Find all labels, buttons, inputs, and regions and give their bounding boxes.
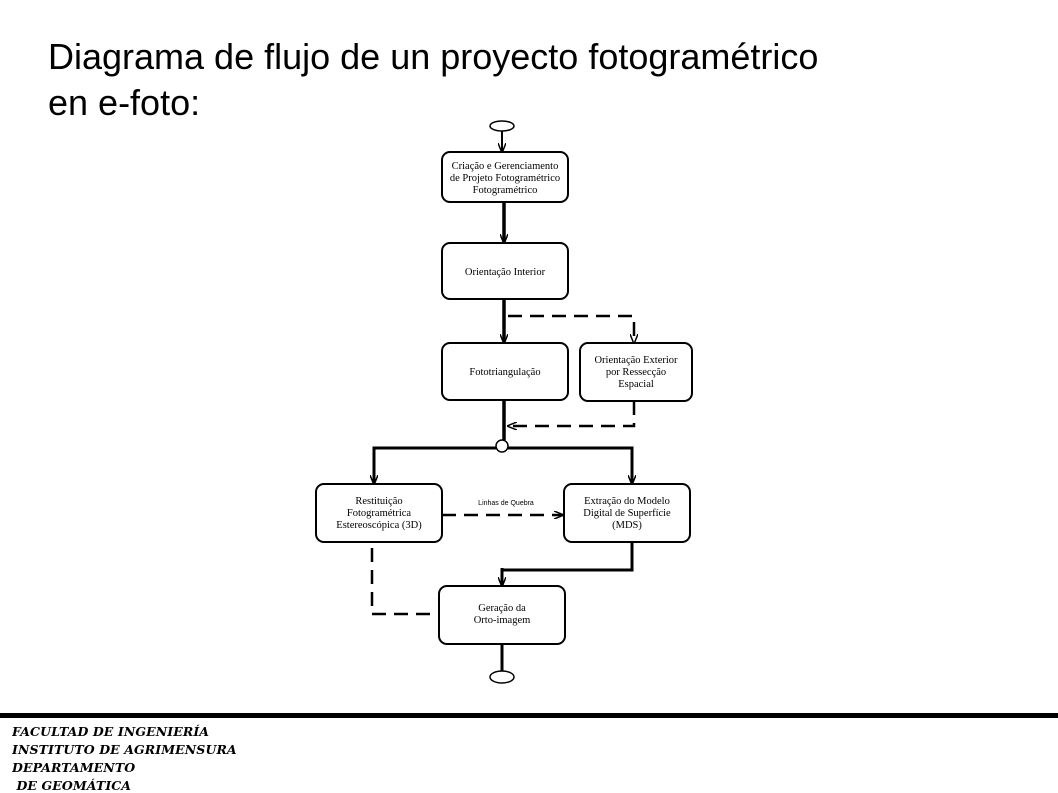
node-fototriangulacao-label: Fototriangulação [469, 367, 540, 378]
node-restituicao-line-2: Fotogramétrica [347, 508, 411, 519]
node-criacao-line-2: de Projeto Fotogramétrico [450, 173, 560, 184]
page-title-line-1: Diagrama de flujo de un proyecto fotogra… [48, 36, 819, 77]
node-restituicao: Restituição Fotogramétrica Estereoscópic… [315, 483, 443, 543]
footer-line-1: FACULTAD DE INGENIERÍA [12, 724, 210, 739]
footer-line-3: DEPARTAMENTO [12, 760, 136, 775]
node-fototriangulacao: Fototriangulação [441, 342, 569, 401]
node-criacao-line-3: Fotogramétrico [473, 185, 538, 196]
node-orientacao-exterior-line-2: por Ressecção [606, 367, 666, 378]
node-extracao-line-2: Digital de Superfície [583, 508, 671, 519]
edge-label-linhas-de-quebra: Linhas de Quebra [478, 500, 534, 507]
node-orientacao-exterior-line-1: Orientação Exterior [594, 355, 678, 366]
footer-line-4: DE GEOMÁTICA [12, 778, 132, 793]
end-terminal [489, 670, 515, 684]
node-orientacao-interior-label: Orientação Interior [465, 267, 546, 278]
node-extracao-line-1: Extração do Modelo [584, 496, 670, 507]
footer-line-2: INSTITUTO DE AGRIMENSURA [12, 742, 237, 757]
page-title-line-2: en e-foto: [48, 82, 201, 123]
node-geracao: Geração da Orto-imagem [438, 585, 566, 645]
edge-restituicao-to-geracao [370, 548, 438, 616]
edge-junction-to-restituicao [374, 446, 496, 484]
footer-divider [0, 713, 1058, 718]
node-geracao-line-1: Geração da [478, 603, 526, 614]
node-extracao: Extração do Modelo Digital de Superfície… [563, 483, 691, 543]
node-criacao-line-1: Criação e Gerenciamento [452, 161, 559, 172]
node-extracao-line-3: (MDS) [612, 520, 642, 531]
node-orientacao-exterior: Orientação Exterior por Ressecção Espaci… [579, 342, 693, 402]
edge-interior-to-exterior [508, 314, 634, 343]
start-terminal [489, 120, 515, 132]
edge-extracao-to-geracao [502, 542, 634, 572]
node-orientacao-interior: Orientação Interior [441, 242, 569, 300]
node-orientacao-exterior-line-3: Espacial [618, 379, 654, 390]
node-criacao: Criação e Gerenciamento de Projeto Fotog… [441, 151, 569, 203]
edge-junction-to-extracao [508, 446, 632, 484]
page-title: Diagrama de flujo de un proyecto fotogra… [48, 34, 1028, 126]
edge-exterior-to-junction [508, 401, 636, 426]
junction-node [495, 439, 509, 453]
node-restituicao-line-1: Restituição [355, 496, 402, 507]
node-restituicao-line-3: Estereoscópica (3D) [336, 520, 422, 531]
node-geracao-line-2: Orto-imagem [474, 615, 531, 626]
footer-institution: FACULTAD DE INGENIERÍA INSTITUTO DE AGRI… [12, 723, 412, 793]
